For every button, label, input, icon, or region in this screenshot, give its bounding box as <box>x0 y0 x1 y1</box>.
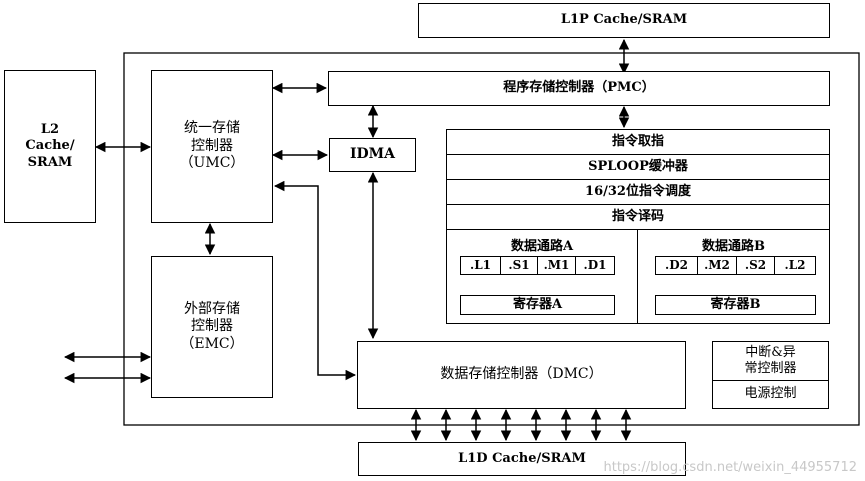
data-path-a-title: 数据通路A <box>510 239 574 254</box>
sploop-buffer-label: SPLOOP缓冲器 <box>588 158 688 174</box>
cpu-core-frame <box>123 52 860 426</box>
instruction-dispatch-box: 16/32位指令调度 <box>446 179 830 205</box>
instruction-dispatch-label: 16/32位指令调度 <box>585 183 691 199</box>
dmc-label: 数据存储控制器（DMC） <box>440 366 603 383</box>
unit-m2: .M2 <box>697 256 737 275</box>
l1d-cache-label: L1D Cache/SRAM <box>458 450 586 466</box>
watermark-text: https://blog.csdn.net/weixin_44955712 <box>603 460 857 475</box>
interrupt-label-line-1: 中断&异 <box>745 345 796 361</box>
register-a-box: 寄存器A <box>460 295 615 315</box>
register-a-label: 寄存器A <box>512 296 563 312</box>
idma-label: IDMA <box>349 146 396 163</box>
unit-m2-label: .M2 <box>704 258 730 272</box>
power-control-box: 电源控制 <box>712 380 829 409</box>
register-b-box: 寄存器B <box>655 295 816 315</box>
l2-cache-box: L2 Cache/ SRAM <box>4 70 96 223</box>
umc-dmc-arrow <box>273 180 357 381</box>
idma-box: IDMA <box>329 138 416 172</box>
unit-s2-label: .S2 <box>744 258 767 272</box>
interrupt-controller-box: 中断&异 常控制器 <box>712 341 829 381</box>
emc-label-line-1: 外部存储 <box>184 300 240 317</box>
sploop-buffer-box: SPLOOP缓冲器 <box>446 154 830 180</box>
unit-m1-label: .M1 <box>543 258 570 272</box>
l2-label-line-3: SRAM <box>27 154 73 170</box>
l1p-cache-label: L1P Cache/SRAM <box>560 12 688 28</box>
l1p-cache-box: L1P Cache/SRAM <box>418 3 830 38</box>
unit-d1: .D1 <box>575 256 615 275</box>
instruction-fetch-box: 指令取指 <box>446 129 830 155</box>
register-b-label: 寄存器B <box>710 296 761 312</box>
umc-label-line-1: 统一存储 <box>184 120 240 137</box>
unit-l2: .L2 <box>774 256 816 275</box>
emc-label-line-2: 控制器 <box>191 318 233 335</box>
l1d-cache-box: L1D Cache/SRAM <box>358 442 686 476</box>
umc-box: 统一存储 控制器 （UMC） <box>151 70 273 223</box>
instruction-decode-label: 指令译码 <box>611 208 664 224</box>
emc-label-line-3: （EMC） <box>180 335 244 352</box>
interrupt-label-line-2: 常控制器 <box>744 361 797 376</box>
data-path-b-title: 数据通路B <box>702 239 765 254</box>
emc-box: 外部存储 控制器 （EMC） <box>151 256 273 398</box>
unit-d1-label: .D1 <box>583 258 607 272</box>
pmc-label: 程序存储控制器（PMC） <box>503 80 655 96</box>
unit-s2: .S2 <box>736 256 775 275</box>
unit-d2: .D2 <box>655 256 698 275</box>
unit-s1: .S1 <box>500 256 538 275</box>
pmc-box: 程序存储控制器（PMC） <box>328 71 830 106</box>
unit-m1: .M1 <box>537 256 576 275</box>
umc-label-line-2: 控制器 <box>191 137 233 154</box>
power-control-label: 电源控制 <box>744 386 797 402</box>
l2-label-line-2: Cache/ <box>25 138 75 154</box>
instruction-fetch-label: 指令取指 <box>611 133 664 149</box>
instruction-decode-box: 指令译码 <box>446 204 830 230</box>
unit-d2-label: .D2 <box>665 258 688 272</box>
dmc-box: 数据存储控制器（DMC） <box>357 341 686 409</box>
unit-l1-label: .L1 <box>470 258 491 272</box>
unit-l1: .L1 <box>460 256 501 275</box>
umc-label-line-3: （UMC） <box>179 155 245 172</box>
unit-l2-label: .L2 <box>784 258 806 272</box>
unit-s1-label: .S1 <box>508 258 530 272</box>
l2-label-line-1: L2 <box>40 122 60 138</box>
